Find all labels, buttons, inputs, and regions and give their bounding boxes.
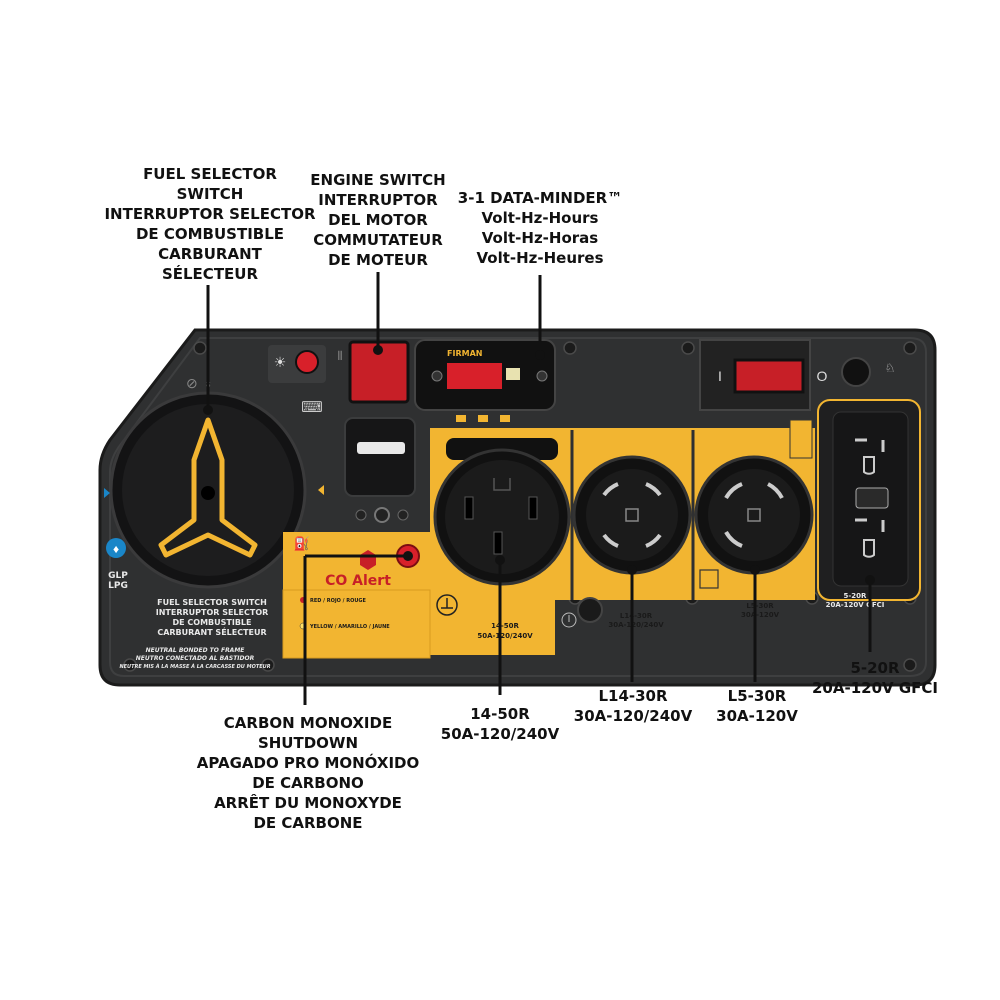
svg-text:DE COMBUSTIBLE: DE COMBUSTIBLE bbox=[173, 618, 252, 627]
light-breaker-button[interactable] bbox=[295, 350, 319, 374]
ground-screw-2 bbox=[374, 507, 390, 523]
svg-text:NEUTRE MIS À LA MASSE À LA CAR: NEUTRE MIS À LA MASSE À LA CARCASSE DU M… bbox=[119, 663, 270, 670]
outlet-5-20r-gfci[interactable] bbox=[832, 411, 909, 587]
start-module-light bbox=[357, 442, 405, 454]
fuel-selector-switch[interactable] bbox=[109, 391, 307, 589]
callout-fuel-selector-switch: FUEL SELECTOR SWITCH INTERRUPTOR SELECTO… bbox=[104, 165, 316, 283]
callout-l5-30r: L5-30R 30A-120V bbox=[716, 687, 798, 725]
co-yellow-label: YELLOW / AMARILLO / JAUNE bbox=[309, 624, 390, 630]
callout-data-minder: 3-1 DATA-MINDER™ Volt-Hz-Hours Volt-Hz-H… bbox=[457, 189, 623, 267]
callout-engine-switch: ENGINE SWITCH INTERRUPTOR DEL MOTOR COMM… bbox=[310, 171, 446, 269]
data-minder-brand: FIRMAN bbox=[447, 349, 482, 358]
warning-decal bbox=[789, 419, 813, 459]
outlet-5-20r-small-rating: 20A-120V GFCI bbox=[826, 601, 885, 609]
svg-text:INTERRUPTOR SELECTOR: INTERRUPTOR SELECTOR bbox=[156, 608, 269, 617]
ground-screw bbox=[355, 509, 367, 521]
callout-anchors bbox=[203, 345, 875, 585]
data-minder-button[interactable] bbox=[431, 370, 443, 382]
svg-text:NEUTRAL BONDED TO FRAME: NEUTRAL BONDED TO FRAME bbox=[146, 647, 246, 654]
outlet-l14-30r-small-label: L14-30R bbox=[620, 612, 653, 620]
propane-flame-icon: ♦ bbox=[113, 542, 119, 556]
outlet-l5-30r[interactable] bbox=[694, 455, 814, 575]
gfci-reset-icon: ♘ bbox=[885, 361, 896, 375]
breaker-button[interactable] bbox=[577, 597, 603, 623]
outlet-l14-30r[interactable] bbox=[572, 455, 692, 575]
outlet-14-50r-small-rating: 50A-120/240V bbox=[477, 632, 533, 640]
indicator-symbol-icon: ⫴ bbox=[337, 349, 342, 363]
gfci-reset-knob[interactable] bbox=[841, 357, 871, 387]
propane-button-icon bbox=[106, 538, 126, 558]
data-minder-display bbox=[447, 363, 502, 389]
svg-text:CARBURANT SÉLECTEUR: CARBURANT SÉLECTEUR bbox=[157, 626, 266, 637]
outlet-14-50r-small-label: 14-50R bbox=[491, 622, 519, 630]
left-arrow-icon bbox=[104, 488, 110, 498]
callout-14-50r: 14-50R 50A-120/240V bbox=[440, 705, 560, 743]
outlet-5-20r-small-label: 5-20R bbox=[844, 592, 868, 600]
fuel-type-glp: GLP bbox=[108, 571, 128, 581]
outlet-14-50r[interactable] bbox=[433, 438, 571, 586]
svg-text:FUEL SELECTOR SWITCH: FUEL SELECTOR SWITCH bbox=[157, 598, 267, 607]
ground-symbol-icon bbox=[436, 594, 458, 616]
engine-symbol-icon: ⌨ bbox=[301, 399, 323, 416]
lock-icon: ⊘ bbox=[186, 375, 198, 391]
neutral-bond-text: NEUTRAL BONDED TO FRAME NEUTRO CONECTADO… bbox=[119, 647, 270, 670]
callout-5-20r-gfci: 5-20R 20A-120V GFCI bbox=[812, 659, 938, 697]
co-alert-title: CO Alert bbox=[325, 573, 391, 589]
start-module[interactable] bbox=[344, 417, 416, 497]
outlet-l14-30r-small-rating: 30A-120/240V bbox=[608, 621, 664, 629]
co-red-label: RED / ROJO / ROUGE bbox=[310, 598, 367, 604]
data-minder-indicator-icons bbox=[456, 415, 510, 422]
panel-bevel bbox=[109, 337, 927, 677]
data-minder-button-2[interactable] bbox=[536, 370, 548, 382]
callout-l14-30r: L14-30R 30A-120/240V bbox=[573, 687, 693, 725]
callout-leaders bbox=[206, 272, 872, 705]
ground-symbol-l5-icon bbox=[699, 569, 719, 589]
callout-carbon-monoxide-shutdown: CARBON MONOXIDE SHUTDOWN APAGADO PRO MON… bbox=[196, 714, 420, 832]
ground-symbol-icon-2 bbox=[561, 612, 577, 628]
data-minder-mode-indicator bbox=[506, 368, 520, 380]
fuel-switch-panel-text: FUEL SELECTOR SWITCH INTERRUPTOR SELECTO… bbox=[156, 598, 269, 637]
svg-text:NEUTRO CONECTADO AL BASTIDOR: NEUTRO CONECTADO AL BASTIDOR bbox=[136, 655, 255, 662]
main-breaker-switch[interactable] bbox=[733, 358, 805, 394]
outlet-l5-30r-small-rating: 30A-120V bbox=[741, 611, 780, 619]
outlet-l5-30r-small-label: L5-30R bbox=[746, 602, 774, 610]
fuel-type-lpg: LPG bbox=[108, 581, 128, 591]
ground-screw-3 bbox=[397, 509, 409, 521]
light-bulb-icon: ☀ bbox=[274, 354, 287, 370]
breaker-on-symbol: I bbox=[718, 368, 722, 384]
right-arrow-icon bbox=[318, 485, 324, 495]
breaker-off-symbol: O bbox=[817, 368, 828, 384]
fuel-pump-icon: ⛽ bbox=[294, 536, 310, 551]
